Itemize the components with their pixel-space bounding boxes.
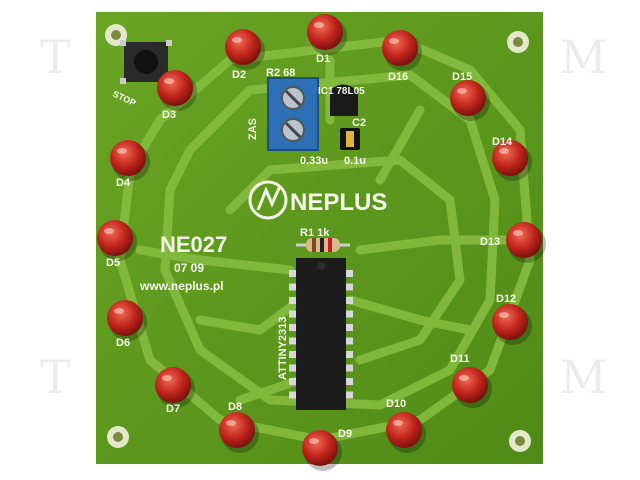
watermark-tr: M <box>560 30 608 84</box>
led-label: D8 <box>228 401 242 413</box>
led-d12: D12 <box>492 293 532 345</box>
r1-label: R1 1k <box>300 227 330 239</box>
chip-pin <box>346 337 353 345</box>
resistor-r1 <box>296 238 350 252</box>
led-label: D1 <box>316 53 330 65</box>
r2-label: R2 68 <box>266 67 295 79</box>
chip-pin <box>346 364 353 372</box>
capacitor-c2 <box>340 128 360 150</box>
date-label: 07 09 <box>174 261 204 275</box>
led-d16: D16 <box>382 30 422 83</box>
led-d1: D1 <box>307 14 347 65</box>
led-d9: D9 <box>302 428 352 471</box>
chip-pin <box>289 378 296 385</box>
brand-name: NEPLUS <box>290 189 387 216</box>
chip-pin <box>289 391 296 399</box>
led-label: D5 <box>106 257 120 269</box>
led-label: D11 <box>450 353 470 365</box>
led-d7: D7 <box>155 367 195 415</box>
led-label: D4 <box>116 177 131 189</box>
led-d15: D15 <box>450 71 490 121</box>
led-d11: D11 <box>450 353 492 408</box>
ic1-label: IC1 78L05 <box>318 86 365 97</box>
led-d10: D10 <box>386 398 426 453</box>
chip-pin <box>289 364 296 372</box>
chip-pin <box>346 378 353 385</box>
c1-value-label: 0.33u <box>300 155 328 167</box>
chip-pin <box>289 270 296 277</box>
chip-pin <box>289 337 296 345</box>
led-label: D6 <box>116 337 130 349</box>
chip-pin <box>346 324 353 331</box>
chip-pin <box>289 283 296 291</box>
led-label: D16 <box>388 71 408 83</box>
led-d5: D5 <box>97 220 137 269</box>
chip-pin <box>346 283 353 291</box>
watermark-bl: T <box>40 350 71 404</box>
led-label: D10 <box>386 398 406 410</box>
led-d6: D6 <box>107 300 147 349</box>
chip-label: ATTINY2313 <box>277 317 289 380</box>
chip-pins <box>289 270 353 399</box>
led-d2: D2 <box>225 29 265 81</box>
led-d13: D13 <box>480 222 546 263</box>
power-terminal <box>267 77 319 151</box>
mounting-holes <box>105 24 531 452</box>
chip-pin <box>289 310 296 318</box>
led-d8: D8 <box>219 401 259 453</box>
regulator-ic1 <box>330 84 358 116</box>
led-d4: D4 <box>110 140 150 189</box>
led-d3: D3 <box>157 70 197 121</box>
connector-label: ZAS <box>247 118 259 140</box>
chip-pin <box>289 324 296 331</box>
neplus-logo <box>248 180 288 220</box>
chip-pin <box>289 351 296 358</box>
chip-pin <box>346 391 353 399</box>
led-label: D2 <box>232 69 246 81</box>
led-d14: D14 <box>492 136 532 181</box>
c2-value-label: 0.1u <box>344 155 366 167</box>
led-label: D9 <box>338 428 352 440</box>
chip-pin <box>346 270 353 277</box>
watermark-br: M <box>560 350 608 404</box>
led-label: D14 <box>492 136 513 148</box>
chip-pin <box>346 310 353 318</box>
led-label: D12 <box>496 293 516 305</box>
model-label: NE027 <box>160 232 227 257</box>
watermark-tl: T <box>40 30 71 84</box>
c2-label: C2 <box>352 117 366 129</box>
website-label: www.neplus.pl <box>139 279 224 293</box>
microcontroller-chip <box>296 258 346 410</box>
chip-pin <box>346 297 353 304</box>
led-label: D13 <box>480 236 500 248</box>
chip-pin <box>346 351 353 358</box>
stop-button <box>120 40 172 84</box>
led-label: D7 <box>166 403 180 415</box>
chip-pin <box>289 297 296 304</box>
led-label: D15 <box>452 71 472 83</box>
led-label: D3 <box>162 109 176 121</box>
